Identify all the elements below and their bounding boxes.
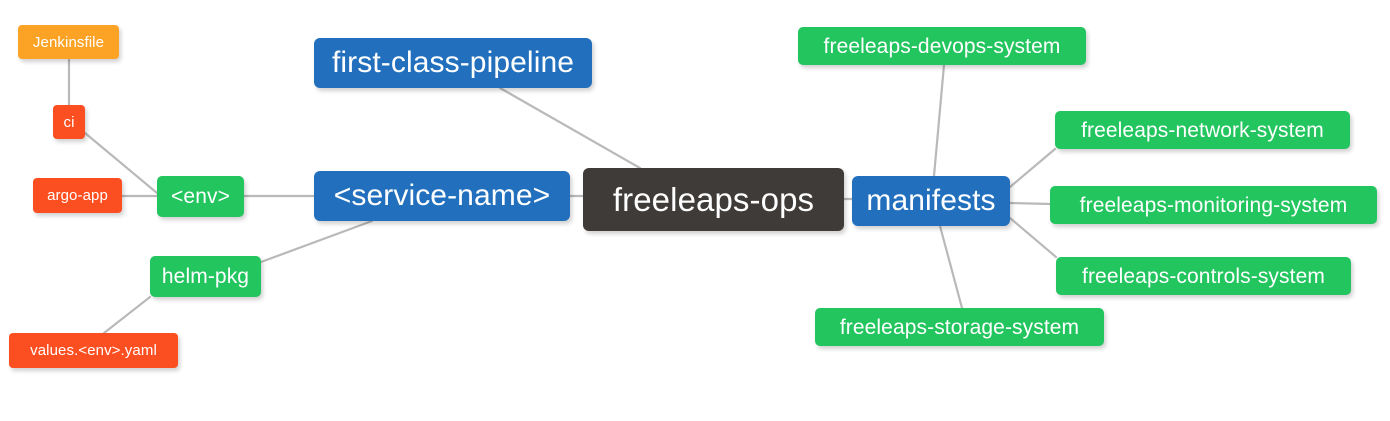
edge-first-class-pipeline-to-freeleaps-ops	[498, 86, 642, 170]
node-freeleaps-ops[interactable]: freeleaps-ops	[583, 168, 844, 231]
node-manifests[interactable]: manifests	[852, 176, 1010, 226]
node-jenkinsfile[interactable]: Jenkinsfile	[18, 25, 119, 59]
node-controls-system[interactable]: freeleaps-controls-system	[1056, 257, 1351, 295]
node-helm-pkg[interactable]: helm-pkg	[150, 256, 261, 297]
edge-manifests-to-storage-system	[938, 224, 964, 310]
node-network-system[interactable]: freeleaps-network-system	[1055, 111, 1350, 149]
node-first-class-pipeline[interactable]: first-class-pipeline	[314, 38, 592, 88]
node-argo-app[interactable]: argo-app	[33, 178, 122, 213]
edge-manifests-to-monitoring-system	[1008, 201, 1052, 206]
node-devops-system[interactable]: freeleaps-devops-system	[798, 27, 1086, 65]
node-env[interactable]: <env>	[157, 176, 244, 217]
edge-helm-pkg-to-service-name	[259, 219, 374, 264]
node-monitoring-system[interactable]: freeleaps-monitoring-system	[1050, 186, 1377, 224]
node-values-env-yaml[interactable]: values.<env>.yaml	[9, 333, 178, 368]
edge-values-env-yaml-to-helm-pkg	[102, 295, 152, 335]
node-service-name[interactable]: <service-name>	[314, 171, 570, 221]
edge-manifests-to-controls-system	[1008, 216, 1058, 259]
edge-manifests-to-network-system	[1008, 147, 1057, 189]
node-storage-system[interactable]: freeleaps-storage-system	[815, 308, 1104, 346]
node-ci[interactable]: ci	[53, 105, 85, 139]
edge-manifests-to-devops-system	[932, 63, 946, 178]
